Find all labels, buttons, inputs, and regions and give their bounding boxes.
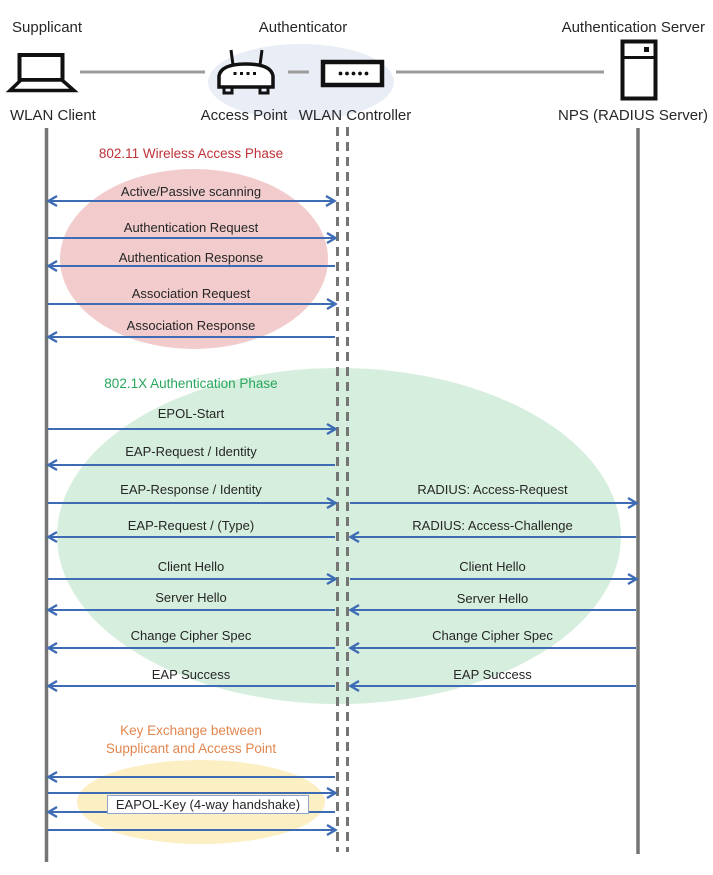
message-label-association-request: Association Request xyxy=(131,286,251,301)
message-label-active-passive-scanning: Active/Passive scanning xyxy=(120,184,262,199)
role-label-supplicant: Supplicant xyxy=(12,19,83,36)
message-label-authentication-response: Authentication Response xyxy=(118,250,264,265)
device-label-nps-radius-server: NPS (RADIUS Server) xyxy=(558,107,709,124)
device-label-access-point: Access Point xyxy=(200,107,288,124)
message-label-server-hello-left: Server Hello xyxy=(155,590,227,605)
message-label-eapol-key-4way-handshake: EAPOL-Key (4-way handshake) xyxy=(107,795,309,814)
message-label-client-hello-left: Client Hello xyxy=(157,559,225,574)
message-label-client-hello-right: Client Hello xyxy=(459,559,526,574)
laptop-icon xyxy=(5,53,79,93)
message-label-change-cipher-spec-left: Change Cipher Spec xyxy=(130,628,252,643)
message-label-eap-request-identity: EAP-Request / Identity xyxy=(125,444,257,459)
message-label-authentication-request: Authentication Request xyxy=(123,220,259,235)
message-label-change-cipher-spec-right: Change Cipher Spec xyxy=(432,628,553,643)
message-label-eap-request-type: EAP-Request / (Type) xyxy=(127,518,255,533)
phase-title-8021x: 802.1X Authentication Phase xyxy=(104,376,278,391)
server-icon xyxy=(620,39,658,101)
phase-title-80211: 802.11 Wireless Access Phase xyxy=(98,146,284,161)
role-label-authentication-server: Authentication Server xyxy=(561,19,705,36)
message-label-server-hello-right: Server Hello xyxy=(456,591,529,606)
role-label-authenticator: Authenticator xyxy=(258,19,348,36)
message-label-eap-success-right: EAP Success xyxy=(453,667,532,682)
message-label-eap-response-identity: EAP-Response / Identity xyxy=(120,482,262,497)
message-label-epol-start: EPOL-Start xyxy=(157,406,225,421)
message-label-eap-success-left: EAP Success xyxy=(151,667,231,682)
device-label-wlan-controller: WLAN Controller xyxy=(298,107,412,124)
message-label-association-response: Association Response xyxy=(126,318,256,333)
device-label-wlan-client: WLAN Client xyxy=(10,107,96,124)
wlan-controller-icon xyxy=(320,59,385,88)
phase-title-key-exchange-line2: Supplicant and Access Point xyxy=(105,741,277,756)
message-label-radius-access-challenge: RADIUS: Access-Challenge xyxy=(412,518,573,533)
phase-title-key-exchange-line1: Key Exchange between xyxy=(120,723,262,738)
access-point-icon xyxy=(217,49,275,95)
message-label-radius-access-request: RADIUS: Access-Request xyxy=(417,482,568,497)
